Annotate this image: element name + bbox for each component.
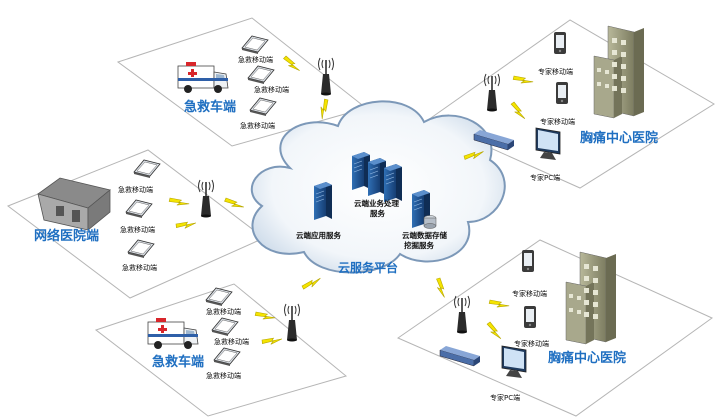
house-icon (37, 177, 111, 231)
expert-mobile-label: 专家移动端 (514, 339, 549, 348)
chest-center-top-title: 胸痛中心医院 (580, 130, 658, 146)
cloud-app-service-label: 云端应用服务 (296, 230, 341, 240)
server-icon (367, 157, 387, 197)
server-icon (351, 151, 371, 191)
network-hospital-title: 网络医院端 (34, 228, 99, 244)
platform-chest-center-bottom (396, 239, 713, 417)
cloud-biz-service-label-2: 服务 (370, 208, 385, 218)
mobile-label: 急救移动端 (206, 371, 241, 380)
cloud-data-service-label-2: 挖掘服务 (404, 240, 434, 250)
server-icon (383, 163, 403, 203)
mobile-label: 急救移动端 (206, 307, 241, 316)
mobile-label: 急救移动端 (238, 55, 273, 64)
storage-icon (411, 189, 437, 229)
expert-pc-label: 专家PC端 (490, 393, 520, 402)
mobile-label: 急救移动端 (118, 185, 153, 194)
phone-icon (554, 32, 566, 54)
expert-mobile-label: 专家移动端 (538, 67, 573, 76)
cloud-biz-service-label-1: 云端业务处理 (354, 198, 399, 208)
chest-center-bottom-title: 胸痛中心医院 (548, 350, 626, 366)
phone-icon (556, 82, 568, 104)
mobile-label: 急救移动端 (214, 337, 249, 346)
platform-ambulance-bottom (94, 283, 348, 417)
ambulance-bottom-title: 急救车端 (152, 354, 204, 370)
lightning-icon (223, 194, 245, 211)
mobile-label: 急救移动端 (120, 225, 155, 234)
mobile-label: 急救移动端 (240, 121, 275, 130)
mobile-label: 急救移动端 (254, 85, 289, 94)
cloud-title: 云服务平台 (338, 260, 398, 275)
expert-mobile-label: 专家移动端 (512, 289, 547, 298)
expert-pc-label: 专家PC端 (530, 173, 560, 182)
phone-icon (522, 250, 534, 272)
lightning-icon (430, 276, 453, 298)
phone-icon (524, 306, 536, 328)
server-icon (313, 181, 333, 221)
cloud-data-service-label-1: 云端数据存储 (402, 230, 447, 240)
ambulance-top-title: 急救车端 (184, 99, 236, 115)
mobile-label: 急救移动端 (122, 263, 157, 272)
expert-mobile-label: 专家移动端 (540, 117, 575, 126)
lightning-icon (300, 271, 321, 295)
